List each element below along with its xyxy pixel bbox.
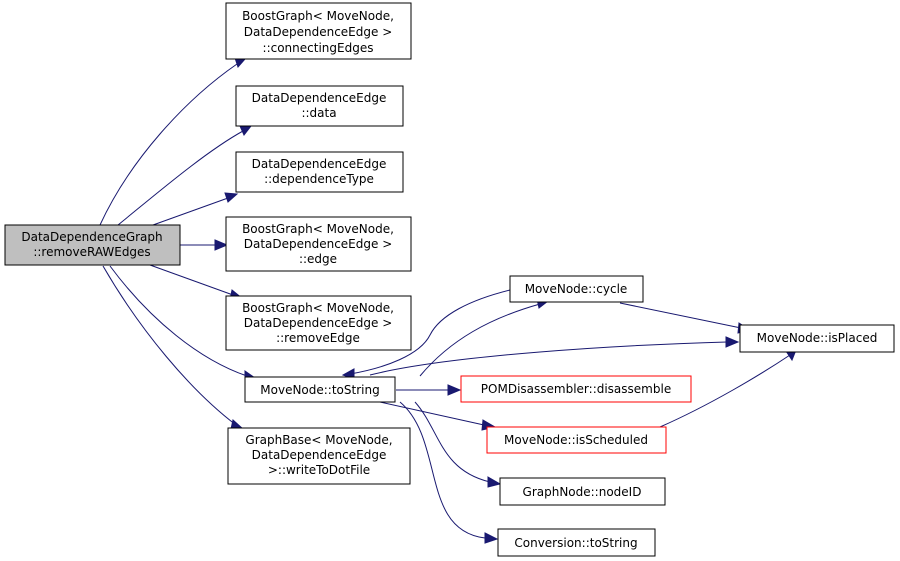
node-label: DataDependenceEdge >: [244, 25, 393, 39]
node-label: POMDisassembler::disassemble: [481, 382, 671, 396]
arrowhead-dependenceType: [224, 192, 239, 203]
node-connectingEdges[interactable]: BoostGraph< MoveNode, DataDependenceEdge…: [225, 2, 412, 60]
node-label: MoveNode::isPlaced: [757, 331, 878, 345]
edge-toString-to-isScheduled: [379, 401, 485, 426]
edge-toString-to-convToString: [399, 401, 486, 539]
node-label: DataDependenceGraph: [21, 230, 162, 244]
edge-root-to-dependenceType: [152, 197, 229, 226]
node-label: GraphNode::nodeID: [523, 485, 642, 499]
node-label: ::dependenceType: [264, 172, 374, 186]
node-label: ::removeEdge: [276, 331, 360, 345]
node-label: >::writeToDotFile: [268, 463, 370, 477]
node-edge[interactable]: BoostGraph< MoveNode, DataDependenceEdge…: [225, 216, 412, 272]
node-label: ::removeRAWEdges: [33, 245, 150, 259]
node-label: DataDependenceEdge: [252, 157, 387, 171]
node-label: MoveNode::isScheduled: [504, 433, 648, 447]
node-cycle[interactable]: MoveNode::cycle: [509, 275, 644, 303]
edge-toString-to-isPlaced: [369, 341, 728, 376]
edge-root-to-connectingEdges: [99, 63, 238, 226]
node-label: ::edge: [299, 252, 337, 266]
node-label: GraphBase< MoveNode,: [245, 433, 392, 447]
node-data[interactable]: DataDependenceEdge ::data: [235, 85, 404, 127]
node-removeRAWEdges[interactable]: DataDependenceGraph ::removeRAWEdges: [4, 224, 181, 266]
node-disassemble[interactable]: POMDisassembler::disassemble: [460, 375, 692, 403]
node-label: DataDependenceEdge >: [244, 316, 393, 330]
node-toString[interactable]: MoveNode::toString: [244, 376, 396, 403]
edge-root-to-toString: [109, 265, 248, 377]
node-dependenceType[interactable]: DataDependenceEdge ::dependenceType: [235, 151, 404, 193]
node-writeToDotFile[interactable]: GraphBase< MoveNode, DataDependenceEdge …: [227, 427, 411, 485]
node-label: BoostGraph< MoveNode,: [242, 222, 394, 236]
arrowhead-convToString: [484, 532, 499, 544]
arrowhead-toString-isPlaced: [725, 336, 740, 348]
node-isScheduled[interactable]: MoveNode::isScheduled: [486, 426, 667, 454]
edge-root-to-data: [117, 130, 244, 226]
node-label: ::data: [301, 106, 336, 120]
arrowhead-data: [239, 125, 253, 136]
node-removeEdge[interactable]: BoostGraph< MoveNode, DataDependenceEdge…: [225, 295, 412, 351]
node-label: BoostGraph< MoveNode,: [242, 301, 394, 315]
arrowhead-nodeID: [487, 476, 502, 488]
node-label: DataDependenceEdge: [252, 448, 387, 462]
edge-toString-to-cycle: [419, 303, 541, 377]
node-label: BoostGraph< MoveNode,: [242, 9, 394, 23]
node-isPlaced[interactable]: MoveNode::isPlaced: [739, 324, 895, 353]
node-convToString[interactable]: Conversion::toString: [497, 528, 656, 557]
edges: [99, 63, 791, 539]
edge-root-to-writeToDotFile: [102, 265, 237, 426]
node-label: DataDependenceEdge >: [244, 237, 393, 251]
edge-isScheduled-to-isPlaced: [659, 354, 791, 428]
arrowhead-disassemble: [447, 384, 462, 396]
node-label: DataDependenceEdge: [252, 91, 387, 105]
node-label: MoveNode::cycle: [525, 282, 628, 296]
edge-toString-to-nodeID: [414, 401, 491, 483]
arrowhead-edge: [214, 239, 229, 251]
arrowheads: [214, 57, 797, 544]
node-nodeID[interactable]: GraphNode::nodeID: [499, 477, 666, 506]
node-label: ::connectingEdges: [263, 41, 374, 55]
node-label: Conversion::toString: [514, 536, 637, 550]
edge-cycle-to-isPlaced: [619, 302, 742, 329]
node-label: MoveNode::toString: [260, 383, 379, 397]
edge-root-to-removeEdge: [149, 264, 234, 296]
edge-cycle-to-toString: [349, 289, 511, 375]
